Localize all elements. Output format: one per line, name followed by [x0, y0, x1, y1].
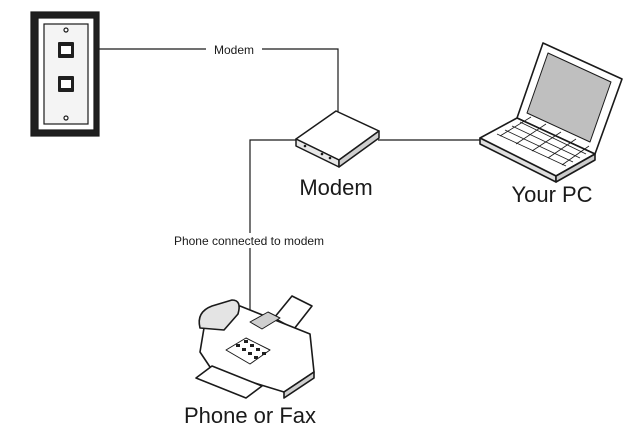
modem-label: Modem	[299, 175, 372, 200]
wall-jack-icon	[30, 11, 100, 137]
laptop-icon	[479, 42, 623, 183]
modem-icon	[295, 110, 380, 168]
wall-to-modem-line	[78, 48, 339, 112]
connection-lines	[78, 48, 505, 325]
modem-to-phone-line	[249, 139, 296, 325]
pc-label: Your PC	[511, 182, 592, 207]
wall-line-label: Modem	[214, 43, 254, 57]
phone-line-label: Phone connected to modem	[174, 234, 324, 248]
phone-label: Phone or Fax	[184, 403, 316, 428]
fax-phone-icon	[195, 295, 315, 399]
